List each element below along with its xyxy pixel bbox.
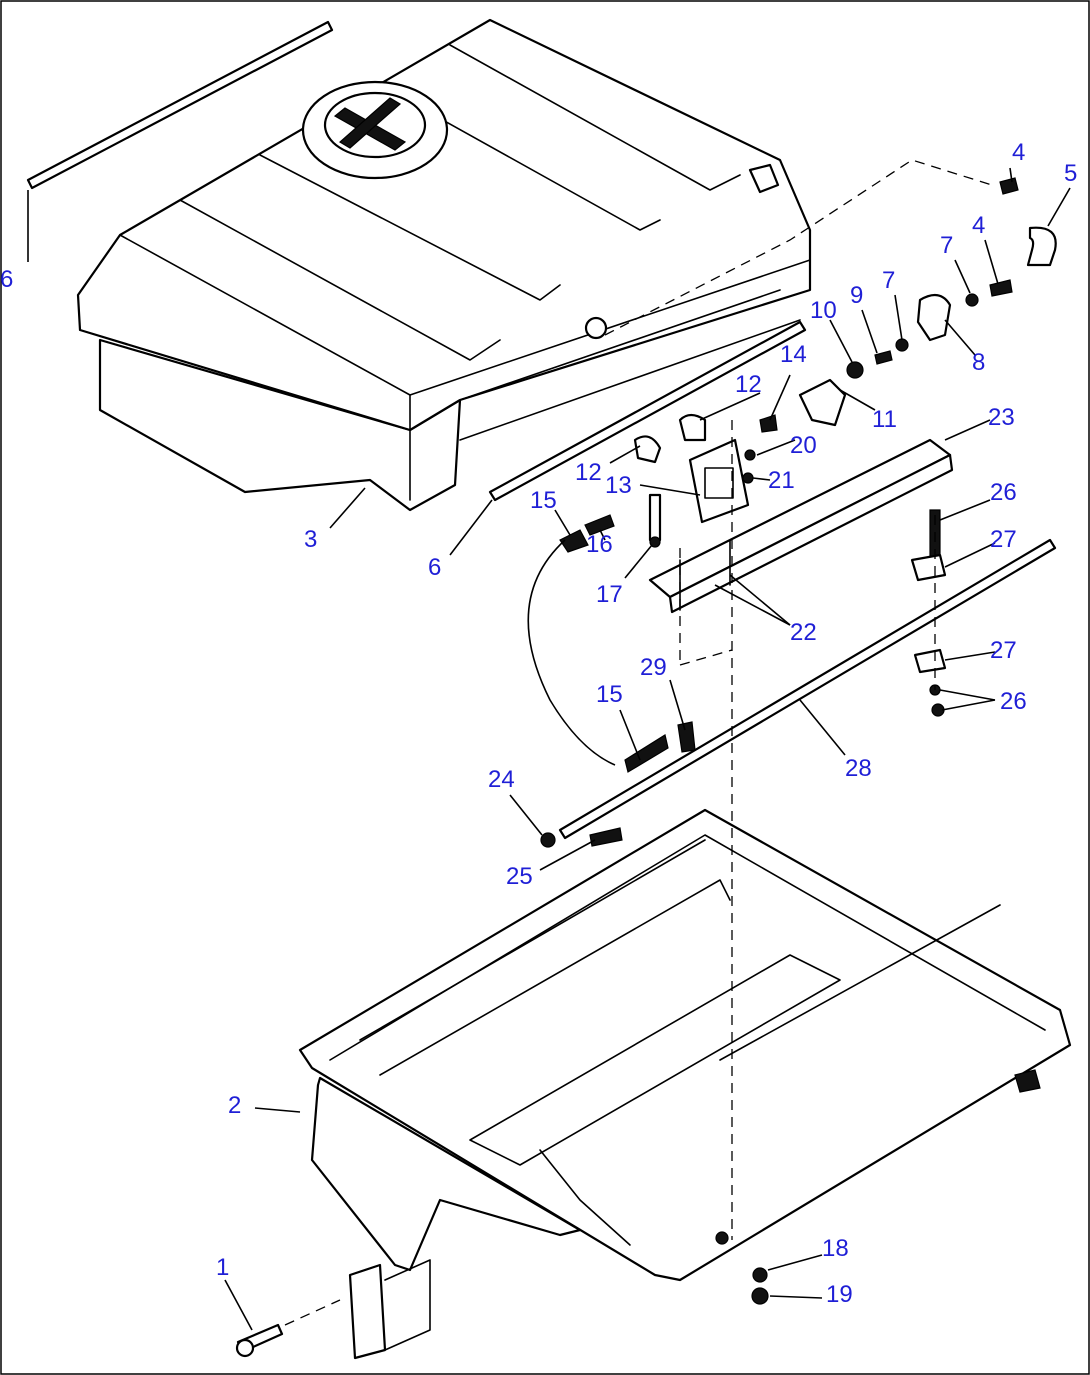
callout-1: 1 (216, 1254, 229, 1281)
callout-21: 21 (768, 467, 795, 494)
callout-15-b: 15 (596, 681, 623, 708)
callout-26-b: 26 (1000, 688, 1027, 715)
callout-3: 3 (304, 526, 317, 553)
callout-27-b: 27 (990, 637, 1017, 664)
part-6-top-strip (26, 20, 334, 190)
callout-12-a: 12 (735, 371, 762, 398)
part-13-plate (688, 438, 750, 524)
callout-10: 10 (810, 297, 837, 324)
callout-17: 17 (596, 581, 623, 608)
callout-5: 5 (1064, 160, 1077, 187)
callout-11: 11 (872, 406, 897, 433)
callout-18: 18 (822, 1235, 849, 1262)
callout-7-b: 7 (882, 267, 895, 294)
alignment-lines (284, 159, 996, 1326)
callout-14: 14 (780, 341, 807, 368)
part-28-strip (558, 538, 1057, 840)
part-6-lower-strip (488, 320, 807, 502)
callout-6-a: 6 (0, 266, 13, 293)
part-2-frame (298, 808, 1072, 1360)
callout-6-b: 6 (428, 554, 441, 581)
part-3-tank (76, 18, 812, 512)
part-1-bolt (235, 1323, 284, 1358)
callout-26-a: 26 (990, 479, 1017, 506)
callout-2: 2 (228, 1092, 241, 1119)
callout-22: 22 (790, 619, 817, 646)
callout-29: 29 (640, 654, 667, 681)
callout-8: 8 (972, 349, 985, 376)
callout-20: 20 (790, 432, 817, 459)
callout-23: 23 (988, 404, 1015, 431)
callout-19: 19 (826, 1281, 853, 1308)
callout-16: 16 (586, 531, 613, 558)
small-fittings (540, 177, 1057, 1305)
callouts: 6 3 6 4 5 7 4 7 9 10 8 11 14 12 12 13 20… (0, 139, 1077, 1308)
callout-24: 24 (488, 766, 515, 793)
callout-27-a: 27 (990, 526, 1017, 553)
callout-15-a: 15 (530, 487, 557, 514)
callout-7-a: 7 (940, 232, 953, 259)
callout-9: 9 (850, 282, 863, 309)
callout-4-a: 4 (1012, 139, 1025, 166)
callout-12-b: 12 (575, 459, 602, 486)
callout-25: 25 (506, 863, 533, 890)
callout-28: 28 (845, 755, 872, 782)
leader-lines (27, 167, 1071, 1331)
callout-13: 13 (605, 472, 632, 499)
callout-4-b: 4 (972, 212, 985, 239)
